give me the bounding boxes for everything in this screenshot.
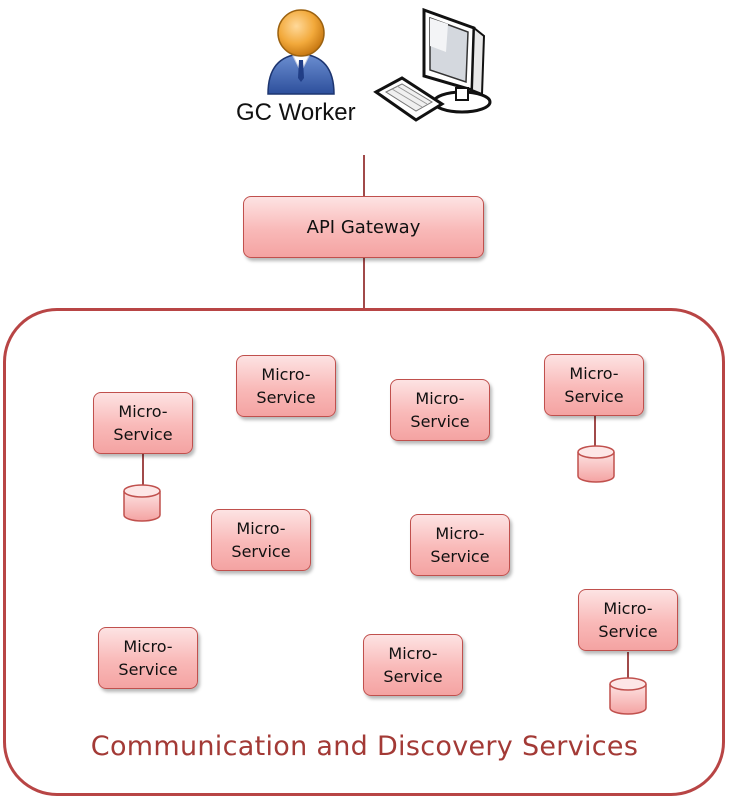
computer-icon xyxy=(373,7,492,122)
api-gateway-box: API Gateway xyxy=(243,196,484,258)
microservice-box: Micro-Service xyxy=(363,634,463,696)
microservice-box: Micro-Service xyxy=(236,355,336,417)
db-connector-line xyxy=(594,416,596,446)
microservice-box: Micro-Service xyxy=(98,627,198,689)
microservice-box: Micro-Service xyxy=(390,379,490,441)
microservice-box: Micro-Service xyxy=(93,392,193,454)
user-icon xyxy=(267,9,335,95)
database-icon xyxy=(123,484,161,522)
connector-line xyxy=(363,155,365,196)
connector-line xyxy=(363,258,365,310)
api-gateway-label: API Gateway xyxy=(306,216,421,238)
microservice-box: Micro-Service xyxy=(410,514,510,576)
database-icon xyxy=(609,677,647,715)
microservice-box: Micro-Service xyxy=(578,589,678,651)
db-connector-line xyxy=(142,454,144,487)
microservice-box: Micro-Service xyxy=(211,509,311,571)
container-label: Communication and Discovery Services xyxy=(90,731,639,762)
database-icon xyxy=(577,445,615,483)
db-connector-line xyxy=(627,652,629,680)
microservice-box: Micro-Service xyxy=(544,354,644,416)
services-container xyxy=(3,308,725,796)
worker-label: GC Worker xyxy=(236,99,356,126)
